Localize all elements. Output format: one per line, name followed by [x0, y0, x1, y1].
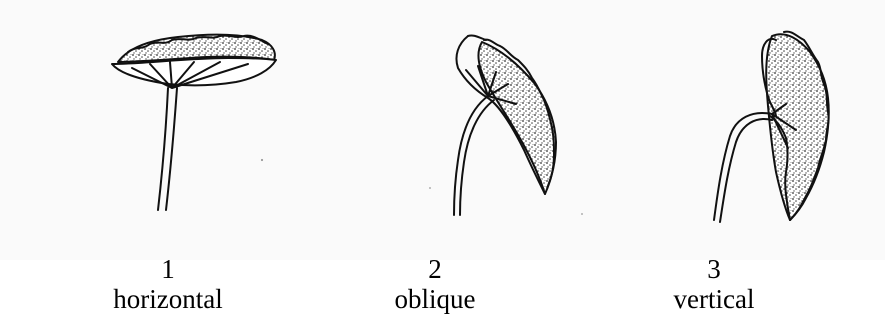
label-oblique: 2 oblique — [335, 254, 535, 314]
panel-number-2: 2 — [335, 254, 535, 284]
leaf-oblique-drawing — [454, 35, 556, 215]
panel-caption-vertical: vertical — [614, 284, 814, 314]
panel-caption-horizontal: horizontal — [68, 284, 268, 314]
leaf-horizontal-drawing — [112, 35, 276, 210]
panel-number-1: 1 — [68, 254, 268, 284]
leaf-vertical-drawing — [714, 32, 829, 222]
panel-caption-oblique: oblique — [335, 284, 535, 314]
panel-number-3: 3 — [614, 254, 814, 284]
label-horizontal: 1 horizontal — [68, 254, 268, 314]
leaf-illustrations — [0, 0, 885, 260]
label-vertical: 3 vertical — [614, 254, 814, 314]
